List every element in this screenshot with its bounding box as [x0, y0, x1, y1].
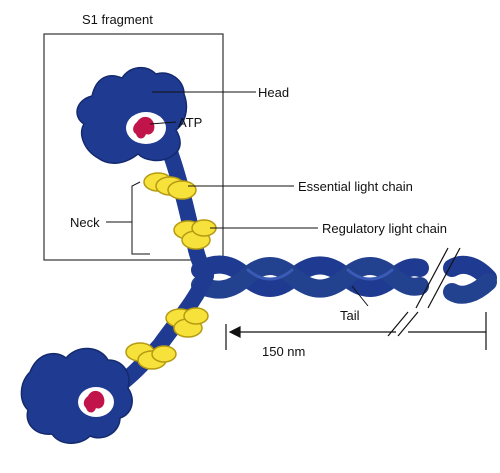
length-dimension: [225, 312, 487, 350]
length-arrowhead: [228, 326, 241, 338]
essential-light-chain-label: Essential light chain: [298, 179, 413, 194]
tail-leader: [351, 285, 369, 307]
neck-bracket: [131, 181, 150, 255]
tail-strand-b: [191, 257, 429, 299]
length-label: 150 nm: [262, 344, 305, 359]
upper-regulatory-light-chain: [173, 219, 217, 250]
tail-highlight: [246, 268, 394, 281]
atp-leader: [149, 121, 177, 125]
neck-label: Neck: [70, 215, 100, 230]
lower-head: [20, 347, 133, 444]
upper-neck: [162, 144, 214, 282]
s1-fragment-box: [43, 33, 224, 261]
leader-lines: [106, 91, 369, 307]
upper-atp-molecule: [133, 116, 155, 139]
atp-label: ATP: [178, 115, 202, 130]
regulatory-light-chain-label: Regulatory light chain: [322, 221, 447, 236]
upper-head: [76, 66, 188, 164]
lower-regulatory-light-chain: [165, 307, 209, 338]
head-label: Head: [258, 85, 289, 100]
tail-coiled-coil: [191, 255, 497, 304]
lower-atp-molecule: [83, 390, 105, 413]
s1-fragment-label: S1 fragment: [82, 12, 153, 27]
tail-distal-strand-b: [443, 273, 497, 304]
lower-essential-light-chain: [125, 342, 177, 370]
tail-label: Tail: [340, 308, 360, 323]
